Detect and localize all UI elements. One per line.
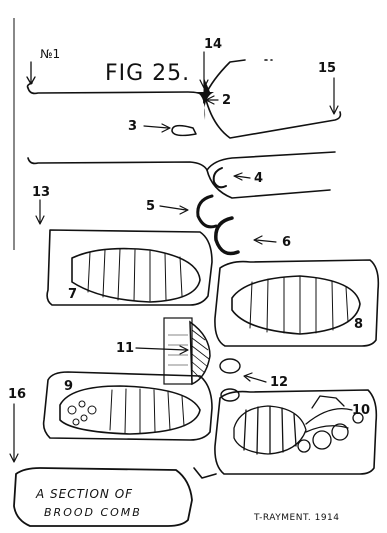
label-16: 16	[8, 387, 26, 402]
larva-7-segments	[88, 249, 182, 301]
label-4: 4	[254, 171, 263, 186]
label-9: 9	[64, 379, 73, 394]
leader-arrows	[10, 52, 338, 462]
egg	[172, 126, 196, 136]
label-11: 11	[116, 341, 134, 356]
artist-signature: T-RAYMENT. 1914	[253, 513, 340, 523]
pupa-9-details	[68, 389, 184, 433]
figure-number: №1	[40, 47, 60, 61]
label-12: 12	[270, 375, 288, 390]
pupa-10-body	[234, 396, 363, 454]
label-2: 2	[222, 93, 231, 108]
larva-8-segments	[250, 277, 348, 334]
label-15: 15	[318, 61, 336, 76]
label-6: 6	[282, 235, 291, 250]
cell-walls-middle	[47, 230, 378, 346]
larva-4	[214, 168, 226, 187]
pupa-9-body	[60, 386, 200, 434]
label-7: 7	[68, 287, 77, 302]
empty-cell-12	[220, 359, 240, 401]
label-3: 3	[128, 119, 137, 134]
label-5: 5	[146, 199, 155, 214]
caption-cell-edge	[194, 468, 216, 478]
figure-title: FIG 25.	[105, 61, 190, 86]
caption-line-1: A SECTION OF	[35, 487, 133, 501]
label-8: 8	[354, 317, 363, 332]
arrow-no1	[27, 62, 35, 84]
larva-5	[198, 196, 216, 227]
label-14: 14	[204, 37, 222, 52]
caption-line-2: BROOD COMB	[44, 506, 142, 519]
label-13: 13	[32, 185, 50, 200]
larva-6	[216, 218, 238, 254]
label-10: 10	[352, 403, 370, 418]
